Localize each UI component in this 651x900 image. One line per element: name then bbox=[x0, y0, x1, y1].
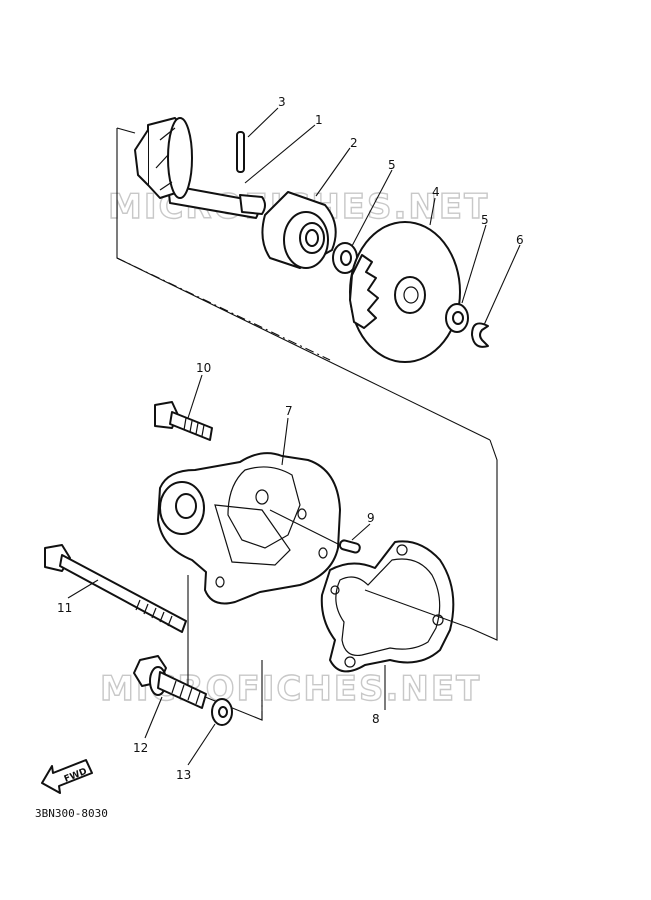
drawing-code: 3BN300-8030 bbox=[35, 807, 108, 820]
callout-labels: 3 1 2 5 4 5 6 10 7 9 11 8 12 13 bbox=[57, 95, 524, 782]
callout-11: 11 bbox=[57, 601, 72, 615]
callout-6: 6 bbox=[516, 233, 524, 247]
callout-8: 8 bbox=[372, 712, 380, 726]
pin bbox=[236, 131, 245, 173]
gasket bbox=[320, 540, 471, 673]
callout-10: 10 bbox=[196, 361, 211, 375]
callout-5-lower: 5 bbox=[481, 213, 489, 227]
circlip bbox=[471, 322, 489, 348]
bearing bbox=[261, 191, 337, 269]
callout-1: 1 bbox=[315, 113, 323, 127]
callout-4: 4 bbox=[432, 185, 440, 199]
upper-assembly-outline bbox=[116, 127, 491, 441]
pump-housing bbox=[157, 452, 341, 605]
impeller-shaft bbox=[134, 117, 266, 219]
callout-2: 2 bbox=[350, 136, 358, 150]
dowel-pin bbox=[269, 509, 361, 554]
bolt-long bbox=[44, 544, 187, 633]
callout-13: 13 bbox=[176, 768, 191, 782]
forward-arrow-icon: FWD bbox=[41, 759, 93, 794]
bolt-flange bbox=[133, 655, 207, 709]
bolt-upper bbox=[154, 401, 213, 441]
washer-lower bbox=[445, 303, 469, 333]
callout-5-upper: 5 bbox=[388, 158, 396, 172]
callout-7: 7 bbox=[285, 404, 293, 418]
gear bbox=[349, 221, 461, 363]
washer-bolt bbox=[211, 698, 233, 726]
callout-3: 3 bbox=[278, 95, 286, 109]
callout-12: 12 bbox=[133, 741, 148, 755]
leader-lines bbox=[67, 107, 521, 766]
callout-9: 9 bbox=[367, 511, 375, 525]
